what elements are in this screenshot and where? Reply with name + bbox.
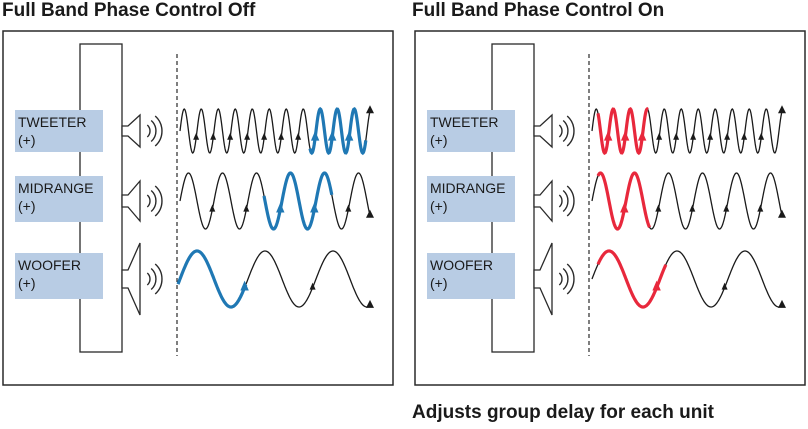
driver-label-box bbox=[427, 110, 515, 152]
driver-name: MIDRANGE bbox=[430, 180, 505, 196]
wave-arrow bbox=[310, 202, 319, 213]
wave-arrow bbox=[655, 204, 662, 212]
panel-frame bbox=[414, 30, 806, 386]
waveform bbox=[179, 250, 370, 308]
caption-group-delay: Adjusts group delay for each unit bbox=[412, 402, 714, 423]
wave-arrow bbox=[620, 130, 630, 141]
wave-arrow bbox=[707, 132, 714, 140]
wave-arrow bbox=[758, 132, 765, 140]
speaker-cone-icon bbox=[533, 179, 553, 223]
wave-arrow bbox=[366, 299, 374, 308]
waveform-highlight bbox=[596, 171, 652, 231]
wave-arrow bbox=[689, 204, 696, 212]
waveform bbox=[179, 172, 371, 230]
wave-arrow bbox=[193, 132, 200, 140]
driver-woofer: WOOFER (+) bbox=[427, 242, 786, 316]
waveform bbox=[591, 250, 782, 308]
wave-arrow bbox=[309, 282, 316, 290]
wave-arrow bbox=[620, 202, 629, 213]
driver-midrange: MIDRANGE (+) bbox=[15, 171, 374, 231]
waveform-highlight bbox=[176, 249, 248, 309]
wave-arrow bbox=[723, 204, 730, 212]
wave-arrow bbox=[724, 132, 731, 140]
wave-arrow bbox=[261, 132, 268, 140]
waveform-highlight bbox=[308, 106, 368, 156]
panel-phase-control-off: TWEETER (+) MIDRANGE (+) WOOFER (+) bbox=[2, 30, 394, 386]
waveform-highlight bbox=[262, 171, 334, 231]
title-phase-control-on: Full Band Phase Control On bbox=[412, 0, 665, 21]
driver-polarity: (+) bbox=[430, 132, 448, 148]
driver-polarity: (+) bbox=[18, 275, 36, 291]
wave-arrow bbox=[778, 209, 786, 218]
driver-polarity: (+) bbox=[430, 198, 448, 214]
driver-name: TWEETER bbox=[430, 114, 498, 130]
driver-polarity: (+) bbox=[18, 198, 36, 214]
speaker-cone-icon bbox=[121, 242, 141, 316]
sound-wave-icon bbox=[558, 263, 575, 295]
wave-arrow bbox=[741, 132, 748, 140]
driver-polarity: (+) bbox=[430, 275, 448, 291]
panel-frame bbox=[2, 30, 394, 386]
driver-name: MIDRANGE bbox=[18, 180, 93, 196]
driver-woofer: WOOFER (+) bbox=[15, 242, 374, 316]
driver-label-box bbox=[15, 176, 103, 222]
wave-arrow bbox=[652, 280, 661, 291]
wave-arrow bbox=[366, 209, 374, 218]
wave-arrow bbox=[227, 132, 234, 140]
title-phase-control-off: Full Band Phase Control Off bbox=[2, 0, 256, 21]
driver-label-box bbox=[15, 110, 103, 152]
driver-polarity: (+) bbox=[18, 132, 36, 148]
wave-arrow bbox=[366, 105, 374, 114]
wave-arrow bbox=[721, 282, 728, 290]
wave-arrow bbox=[344, 130, 354, 141]
sound-wave-icon bbox=[558, 185, 575, 217]
wave-arrow bbox=[276, 202, 285, 213]
wave-arrow bbox=[295, 132, 302, 140]
sound-wave-icon bbox=[146, 185, 163, 217]
wave-arrow bbox=[209, 204, 216, 212]
wave-arrow bbox=[637, 130, 647, 141]
driver-name: TWEETER bbox=[18, 114, 86, 130]
driver-name: WOOFER bbox=[430, 257, 493, 273]
driver-tweeter: TWEETER (+) bbox=[15, 105, 374, 156]
waveform-highlight bbox=[596, 249, 668, 309]
speaker-cone-icon bbox=[533, 242, 553, 316]
wave-arrow bbox=[243, 204, 250, 212]
wave-arrow bbox=[244, 132, 251, 140]
wave-arrow bbox=[656, 132, 663, 140]
sound-wave-icon bbox=[146, 115, 163, 147]
wave-arrow bbox=[278, 132, 285, 140]
speaker-cone-icon bbox=[121, 179, 141, 223]
wave-arrow bbox=[210, 132, 217, 140]
wave-arrow bbox=[690, 132, 697, 140]
sound-wave-icon bbox=[146, 263, 163, 295]
driver-name: WOOFER bbox=[18, 257, 81, 273]
speaker-cone-icon bbox=[121, 113, 141, 149]
wave-arrow bbox=[327, 130, 337, 141]
driver-label-box bbox=[427, 176, 515, 222]
wave-arrow bbox=[240, 280, 249, 291]
wave-arrow bbox=[673, 132, 680, 140]
wave-arrow bbox=[757, 204, 764, 212]
driver-label-box bbox=[427, 253, 515, 299]
speaker-cone-icon bbox=[533, 113, 553, 149]
wave-arrow bbox=[310, 130, 320, 141]
driver-midrange: MIDRANGE (+) bbox=[427, 171, 786, 231]
wave-arrow bbox=[603, 130, 613, 141]
wave-arrow bbox=[778, 299, 786, 308]
driver-label-box bbox=[15, 253, 103, 299]
wave-arrow bbox=[778, 105, 786, 114]
wave-arrow bbox=[345, 204, 352, 212]
sound-wave-icon bbox=[558, 115, 575, 147]
panel-phase-control-on: TWEETER (+) MIDRANGE (+) WOOFER (+) bbox=[414, 30, 806, 386]
driver-tweeter: TWEETER (+) bbox=[427, 105, 786, 156]
waveform-highlight bbox=[596, 106, 649, 156]
